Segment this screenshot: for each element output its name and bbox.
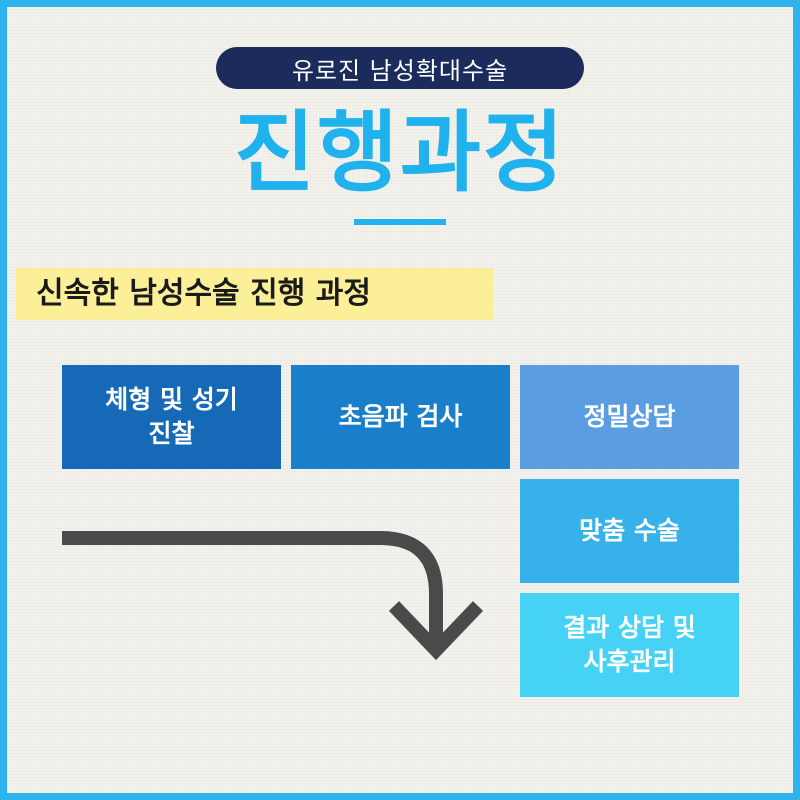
- main-title: 진행과정: [234, 101, 566, 204]
- brand-pill: 유로진 남성확대수술: [216, 47, 584, 89]
- brand-pill-text: 유로진 남성확대수술: [291, 56, 509, 85]
- step-label: 초음파 검사: [338, 402, 463, 431]
- subtitle-highlight: [16, 268, 494, 320]
- step-box-aftercare: 결과 상담 및 사후관리: [520, 593, 739, 697]
- step-label: 맞춤 수술: [579, 516, 680, 545]
- step-box-surgery: 맞춤 수술: [520, 479, 739, 583]
- step-box-ultrasound: 초음파 검사: [291, 365, 510, 469]
- subtitle: 신속한 남성수술 진행 과정: [36, 276, 371, 311]
- title-underline: [354, 219, 446, 225]
- step-label: 체형 및 성기 진찰: [105, 385, 238, 448]
- step-label: 정밀상담: [583, 402, 676, 431]
- step-box-examination: 체형 및 성기 진찰: [62, 365, 281, 469]
- step-label: 결과 상담 및 사후관리: [563, 613, 696, 676]
- step-box-consultation: 정밀상담: [520, 365, 739, 469]
